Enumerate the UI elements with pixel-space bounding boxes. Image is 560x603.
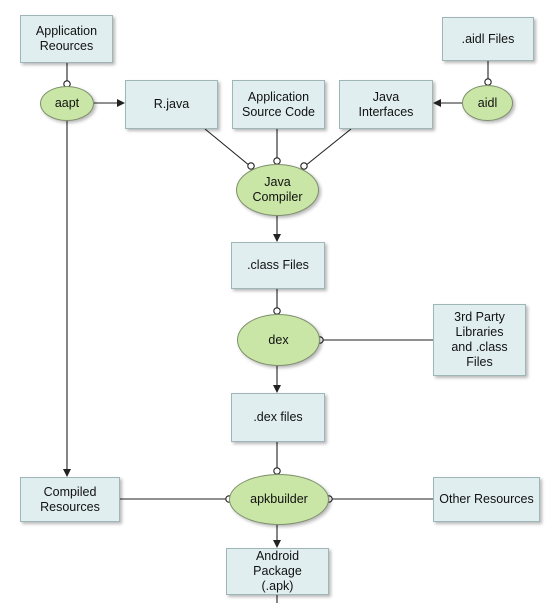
aidl-files-box: .aidl Files	[442, 17, 534, 61]
java-interfaces-box: Java Interfaces	[339, 80, 433, 129]
dex-tool: dex	[237, 314, 320, 366]
r-java-box: R.java	[125, 80, 218, 129]
aapt-tool: aapt	[40, 86, 94, 121]
aidl-tool: aidl	[462, 85, 513, 121]
application-source-code-box: Application Source Code	[232, 80, 325, 129]
android-package-box: Android Package (.apk)	[226, 548, 329, 595]
third-party-libraries-box: 3rd Party Libraries and .class Files	[433, 304, 526, 376]
apkbuilder-tool: apkbuilder	[229, 474, 329, 525]
dex-files-box: .dex files	[231, 393, 325, 442]
compiled-resources-box: Compiled Resources	[20, 477, 120, 522]
connector-rjava-compiler	[204, 128, 251, 167]
connector-interfaces-compiler	[304, 128, 352, 167]
application-resources-box: Application Reources	[20, 15, 113, 63]
java-compiler-tool: Java Compiler	[236, 164, 319, 216]
other-resources-box: Other Resources	[433, 477, 540, 522]
class-files-box: .class Files	[231, 242, 325, 289]
